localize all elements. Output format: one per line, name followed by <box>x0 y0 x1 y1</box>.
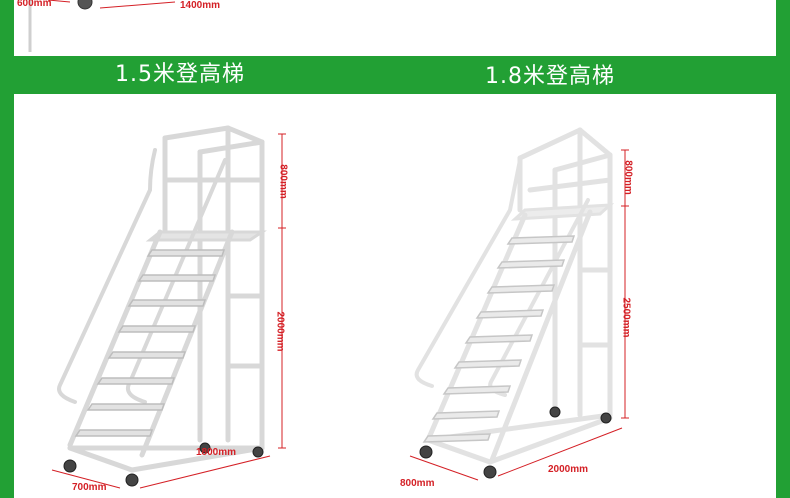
dim-label-600: 600mm <box>17 0 52 9</box>
ladder-right-dim-2500: 2500mm <box>620 297 632 338</box>
green-frame-bottom-right <box>776 94 790 498</box>
green-frame-top-left <box>0 0 14 60</box>
ladder-left-dim-700: 700mm <box>72 482 107 493</box>
previous-ladder-fragment <box>28 0 176 52</box>
caption-right: 1.8米登高梯 <box>485 64 615 89</box>
ladder-right-dim-2000: 2000mm <box>548 464 589 475</box>
ladder-right-dim-800-width: 800mm <box>400 478 435 489</box>
caption-left: 1.5米登高梯 <box>115 62 245 87</box>
caption-band <box>0 56 790 94</box>
green-frame-bottom-left <box>0 94 14 498</box>
green-frame-top-right <box>776 0 790 60</box>
dim-label-1400: 1400mm <box>180 0 221 11</box>
ladder-right-dim-800: 800mm <box>622 160 634 195</box>
ladder-left-dim-1800: 1800mm <box>196 447 237 458</box>
